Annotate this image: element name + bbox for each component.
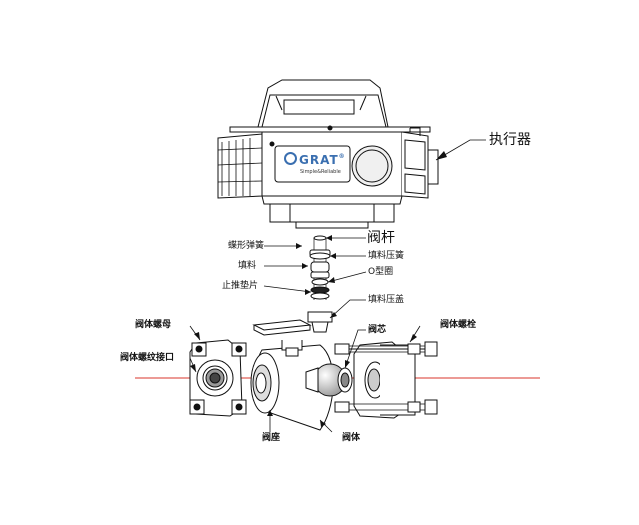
label-actuator: 执行器 xyxy=(489,132,531,148)
label-disc-spring: 蝶形弹簧 xyxy=(228,241,265,251)
label-packing: 填料 xyxy=(238,261,257,271)
label-packing-gland-spring: 填料压簧 xyxy=(368,251,405,261)
label-stem: 阀杆 xyxy=(367,230,395,246)
stem-assembly xyxy=(307,235,333,333)
label-body: 阀体 xyxy=(342,433,361,443)
label-body-bolt: 阀体螺栓 xyxy=(440,320,477,330)
label-packing-gland: 填料压盖 xyxy=(368,295,405,305)
brand-registered: ® xyxy=(338,153,346,160)
brand-logo-icon xyxy=(284,152,297,165)
label-body-thread-port: 阀体螺纹接口 xyxy=(120,353,175,363)
leader-arrowheads xyxy=(190,151,447,427)
label-o-ring: O型圈 xyxy=(368,267,394,277)
seat-ring xyxy=(337,367,353,393)
label-ball-core: 阀芯 xyxy=(368,325,387,335)
label-seat: 阀座 xyxy=(262,433,281,443)
brand-tagline: Simple&Reliable xyxy=(300,169,341,175)
brand-logo: GRAT® xyxy=(284,152,346,167)
left-end-connector xyxy=(189,339,247,417)
right-end-connector xyxy=(334,341,438,419)
brand-name: GRAT xyxy=(299,153,339,167)
label-body-nut: 阀体螺母 xyxy=(135,320,172,330)
label-thrust-washer: 止推垫片 xyxy=(222,281,259,291)
valve-body xyxy=(250,319,347,431)
actuator-housing xyxy=(217,79,439,229)
